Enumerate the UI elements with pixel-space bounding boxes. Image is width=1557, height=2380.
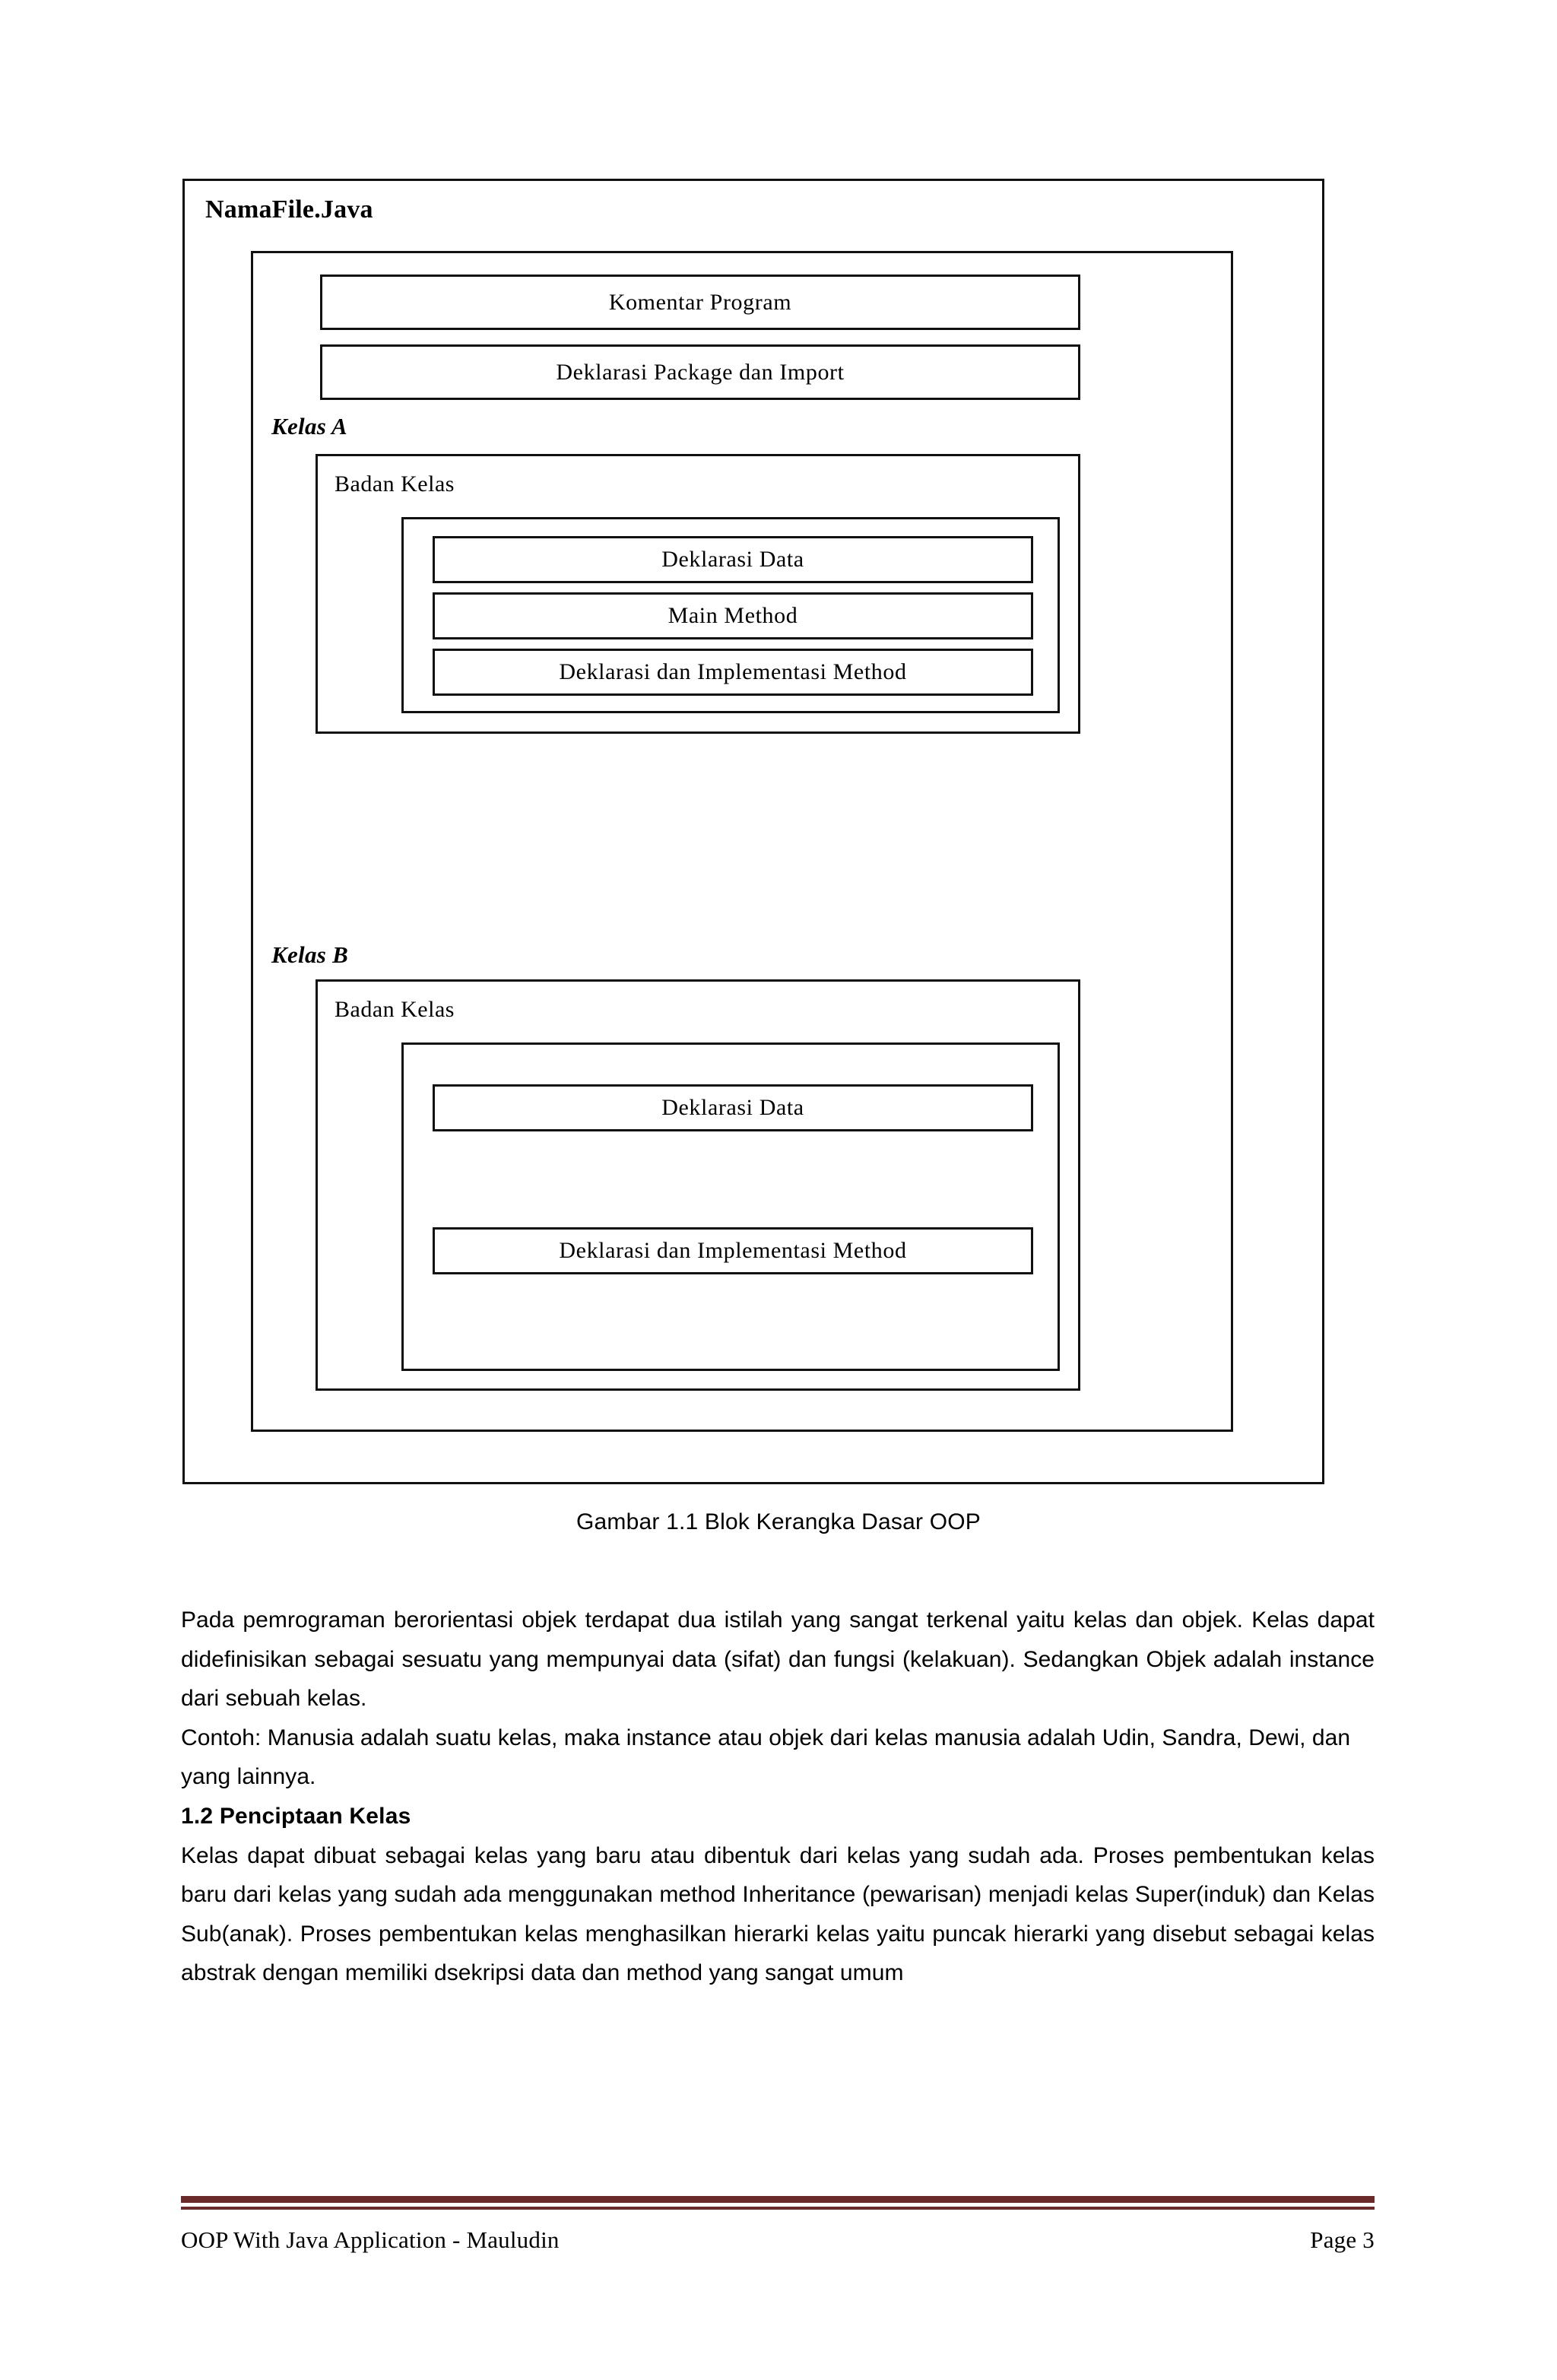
class-body-box-kelas-b: Deklarasi Data Deklarasi dan Implementas… — [401, 1042, 1060, 1371]
block-deklarasi-package-label: Deklarasi Package dan Import — [556, 359, 845, 385]
class-body-label-kelas-b: Badan Kelas — [335, 997, 455, 1022]
member-label-kelas-a-3: Deklarasi dan Implementasi Method — [559, 659, 907, 684]
member-box-kelas-a-2: Main Method — [433, 592, 1033, 639]
diagram-file-title: NamaFile.Java — [205, 195, 373, 224]
footer-row: OOP With Java Application - Mauludin Pag… — [181, 2226, 1375, 2254]
class-label-kelas-a: Kelas A — [271, 413, 347, 440]
figure-caption: Gambar 1.1 Blok Kerangka Dasar OOP — [576, 1509, 981, 1534]
paragraph-penciptaan-kelas: Kelas dapat dibuat sebagai kelas yang ba… — [181, 1842, 1375, 1986]
member-box-kelas-a-1: Deklarasi Data — [433, 536, 1033, 583]
member-box-kelas-b-2: Deklarasi dan Implementasi Method — [433, 1227, 1033, 1274]
class-label-kelas-b: Kelas B — [271, 941, 349, 968]
block-deklarasi-package: Deklarasi Package dan Import — [320, 344, 1080, 400]
class-body-box-kelas-a: Deklarasi Data Main Method Deklarasi dan… — [401, 517, 1060, 713]
paragraph-contoh-manusia: Contoh: Manusia adalah suatu kelas, maka… — [181, 1725, 1351, 1790]
member-box-kelas-b-1: Deklarasi Data — [433, 1084, 1033, 1131]
footer-rule-gap — [181, 2203, 1375, 2207]
footer-rule-thin — [181, 2207, 1375, 2210]
footer-page-number: Page 3 — [1310, 2226, 1375, 2253]
member-label-kelas-b-2: Deklarasi dan Implementasi Method — [559, 1238, 907, 1263]
heading-penciptaan-kelas: 1.2 Penciptaan Kelas — [181, 1803, 411, 1829]
diagram-inner-frame: Komentar Program Deklarasi Package dan I… — [251, 251, 1233, 1432]
figure-oop-block-diagram: NamaFile.Java Komentar Program Deklarasi… — [182, 179, 1324, 1484]
block-komentar-program: Komentar Program — [320, 274, 1080, 330]
class-container-kelas-a: Badan Kelas Deklarasi Data Main Method D… — [316, 454, 1080, 734]
block-komentar-program-label: Komentar Program — [608, 289, 792, 315]
footer-left-text: OOP With Java Application - Mauludin — [181, 2226, 560, 2253]
class-container-kelas-b: Badan Kelas Deklarasi Data Deklarasi dan… — [316, 979, 1080, 1391]
member-label-kelas-b-1: Deklarasi Data — [661, 1095, 804, 1120]
class-body-label-kelas-a: Badan Kelas — [335, 471, 455, 497]
member-box-kelas-a-3: Deklarasi dan Implementasi Method — [433, 649, 1033, 696]
paragraph-intro-kelas-objek: Pada pemrograman berorientasi objek terd… — [181, 1607, 1375, 1712]
page-footer: OOP With Java Application - Mauludin Pag… — [181, 2196, 1375, 2254]
member-label-kelas-a-1: Deklarasi Data — [661, 547, 804, 572]
page-body-content: Pada pemrograman berorientasi objek terd… — [181, 1601, 1375, 1993]
member-label-kelas-a-2: Main Method — [668, 603, 798, 628]
footer-rule-thick — [181, 2196, 1375, 2203]
